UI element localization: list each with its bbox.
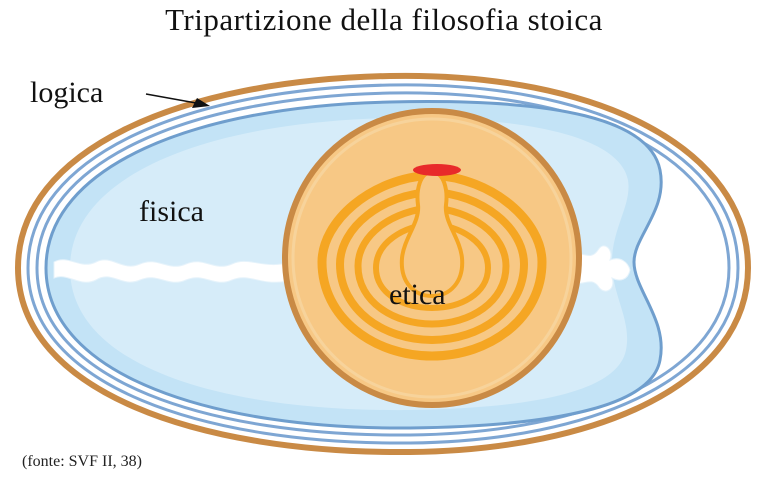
logica-arrow-line [145,93,197,104]
label-logica: logica [30,76,104,109]
latebra [399,169,465,299]
label-etica: etica [389,278,446,311]
yolk-layers [317,170,547,361]
shell-membrane-inner [35,91,731,437]
logica-arrowhead [192,98,210,108]
chalaza-right [571,245,631,292]
yolk-membrane [291,117,573,399]
diagram-title: Tripartizione della filosofia stoica [165,2,603,37]
label-fisica: fisica [139,195,204,228]
shell-membrane-outer [26,83,740,445]
germinal-disc [413,164,461,176]
source-note: (fonte: SVF II, 38) [22,453,142,470]
